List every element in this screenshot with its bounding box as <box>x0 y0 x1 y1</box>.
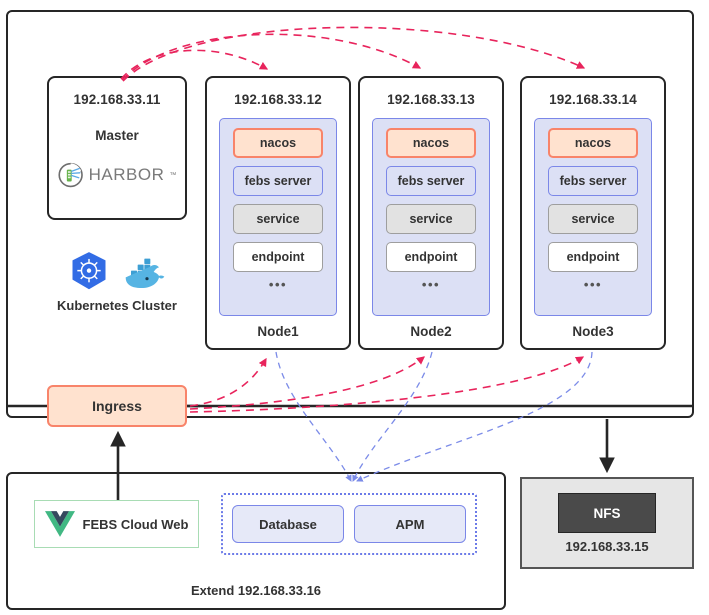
node2-pod-nacos[interactable]: nacos <box>385 128 477 158</box>
febs-cloud-web-label: FEBS Cloud Web <box>82 516 189 532</box>
node1-pod-service[interactable]: service <box>232 204 324 234</box>
node2-pod-febs-server[interactable]: febs server <box>385 166 477 196</box>
node3-pod-panel: nacos febs server service endpoint ••• <box>534 118 652 316</box>
node2-pod-panel: nacos febs server service endpoint ••• <box>372 118 490 316</box>
harbor-icon <box>58 162 83 188</box>
cluster-logo-zone: Kubernetes Cluster <box>47 248 187 333</box>
node3-name: Node3 <box>572 324 614 339</box>
node2-pod-service[interactable]: service <box>385 204 477 234</box>
nfs-label: NFS <box>558 493 656 533</box>
harbor-trademark: ™ <box>169 171 177 179</box>
node1-ip: 192.168.33.12 <box>234 92 322 107</box>
node2-name: Node2 <box>410 324 452 339</box>
ingress-label: Ingress <box>92 398 142 414</box>
master-role: Master <box>95 128 139 143</box>
node1-pod-ellipsis: ••• <box>268 277 288 292</box>
node1-pod-endpoint[interactable]: endpoint <box>232 242 324 272</box>
nfs-ip: 192.168.33.15 <box>565 539 649 554</box>
host-master[interactable]: 192.168.33.11 Master HARBOR ™ <box>47 76 187 220</box>
host-node3[interactable]: 192.168.33.14 nacos febs server service … <box>520 76 666 350</box>
docker-icon <box>125 258 165 288</box>
extend-label: Extend 192.168.33.16 <box>190 583 322 598</box>
master-ip: 192.168.33.11 <box>73 92 161 107</box>
vue-icon <box>44 511 75 537</box>
harbor-wordmark: HARBOR <box>88 165 165 184</box>
node3-pod-nacos[interactable]: nacos <box>547 128 639 158</box>
ingress-box[interactable]: Ingress <box>47 385 187 427</box>
cluster-caption: Kubernetes Cluster <box>57 298 177 313</box>
node2-pod-ellipsis: ••• <box>421 277 441 292</box>
node2-ip: 192.168.33.13 <box>387 92 475 107</box>
node1-pod-febs-server[interactable]: febs server <box>232 166 324 196</box>
service-database[interactable]: Database <box>232 505 344 543</box>
node3-pod-endpoint[interactable]: endpoint <box>547 242 639 272</box>
node3-ip: 192.168.33.14 <box>549 92 637 107</box>
host-node1[interactable]: 192.168.33.12 nacos febs server service … <box>205 76 351 350</box>
febs-cloud-web-box[interactable]: FEBS Cloud Web <box>34 500 199 548</box>
node3-pod-service[interactable]: service <box>547 204 639 234</box>
host-node2[interactable]: 192.168.33.13 nacos febs server service … <box>358 76 504 350</box>
kubernetes-icon <box>72 252 106 290</box>
extend-services-group: Database APM <box>221 493 477 555</box>
node3-pod-ellipsis: ••• <box>583 277 603 292</box>
nfs-box[interactable]: NFS 192.168.33.15 <box>520 477 694 569</box>
harbor-logo: HARBOR ™ <box>58 162 177 188</box>
node3-pod-febs-server[interactable]: febs server <box>547 166 639 196</box>
node2-pod-endpoint[interactable]: endpoint <box>385 242 477 272</box>
service-apm[interactable]: APM <box>354 505 466 543</box>
node1-pod-panel: nacos febs server service endpoint ••• <box>219 118 337 316</box>
node1-name: Node1 <box>257 324 299 339</box>
cluster-logos <box>67 248 167 296</box>
node1-pod-nacos[interactable]: nacos <box>232 128 324 158</box>
